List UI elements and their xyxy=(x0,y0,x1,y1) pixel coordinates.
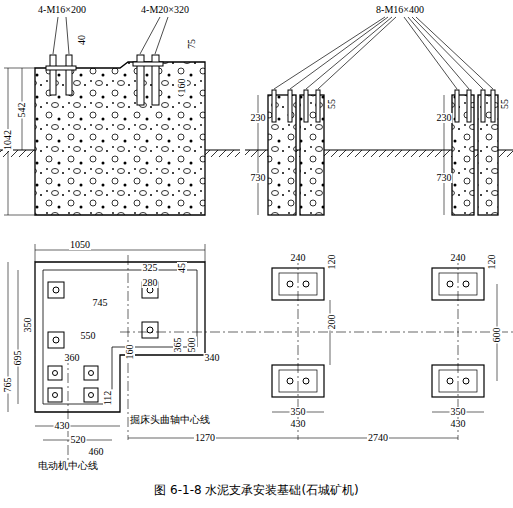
dimension-label: 765 xyxy=(3,377,13,394)
pedestal-bolt-holes xyxy=(287,281,469,384)
dimension-label: 4-M20×320 xyxy=(140,5,190,15)
dimension-label: 112 xyxy=(103,390,113,407)
dimension-label: 230 xyxy=(250,113,267,123)
dimension-label: 350 xyxy=(290,407,307,417)
dimension-label: 45 xyxy=(177,262,187,274)
dimension-label: 520 xyxy=(70,435,87,445)
dimension-label: 160 xyxy=(177,78,187,95)
dimension-label: 325 xyxy=(142,263,159,273)
dimension-label: 500 xyxy=(187,337,197,354)
bolt-holes xyxy=(48,282,158,402)
pedestal-foundations xyxy=(268,95,498,215)
dimension-label: 8-M16×400 xyxy=(375,5,425,15)
dimension-label: 2740 xyxy=(367,433,389,443)
dimension-label: 240 xyxy=(450,253,467,263)
dimension-label: 350 xyxy=(450,407,467,417)
dimension-label: 550 xyxy=(80,331,97,341)
figure-caption: 图 6-1-8 水泥支承安装基础(石城矿机) xyxy=(0,482,513,499)
dimension-label: 600 xyxy=(492,327,502,344)
centre-line-label: 电动机中心线 xyxy=(37,461,99,471)
dimension-label: 240 xyxy=(290,253,307,263)
pedestal-plans xyxy=(272,268,484,397)
dimension-label: 460 xyxy=(88,447,105,457)
foundation-plan xyxy=(35,262,205,412)
concrete-foundation xyxy=(35,62,205,215)
dimension-label: 360 xyxy=(64,353,81,363)
dimension-label: 1270 xyxy=(194,433,216,443)
dimension-label: 55 xyxy=(500,98,510,110)
dimension-label: 200 xyxy=(327,314,337,331)
dimension-label: 230 xyxy=(436,113,453,123)
dimension-lines xyxy=(4,68,444,215)
leader-lines xyxy=(53,17,493,89)
dimension-label: 40 xyxy=(77,34,87,46)
dimension-label: 365 xyxy=(173,337,183,354)
dimension-label: 55 xyxy=(327,98,337,110)
anchor-bolts xyxy=(46,55,163,105)
dimension-label: 120 xyxy=(327,254,337,271)
dimension-label: 160 xyxy=(125,344,135,361)
dimension-label: 4-M16×200 xyxy=(37,5,87,15)
dimension-label: 695 xyxy=(13,350,23,367)
dimension-label: 75 xyxy=(187,38,197,50)
dimension-label: 280 xyxy=(142,278,159,288)
dimension-label: 1050 xyxy=(69,240,91,250)
dimension-label: 120 xyxy=(487,254,497,271)
centre-line-label: 掘床头曲轴中心线 xyxy=(129,415,211,425)
dimension-label: 730 xyxy=(436,173,453,183)
dimension-label: 542 xyxy=(17,102,27,119)
plan-dimension-lines xyxy=(8,244,497,440)
dimension-label: 350 xyxy=(23,317,33,334)
dimension-label: 730 xyxy=(250,173,267,183)
dimension-label: 430 xyxy=(450,419,467,429)
dimension-label: 340 xyxy=(204,353,221,363)
dimension-label: 745 xyxy=(92,298,109,308)
dimension-label: 1042 xyxy=(3,129,13,151)
dimension-label: 430 xyxy=(290,419,307,429)
pedestal-bolts xyxy=(272,90,495,122)
centre-lines xyxy=(68,255,513,460)
dimension-label: 430 xyxy=(54,421,71,431)
